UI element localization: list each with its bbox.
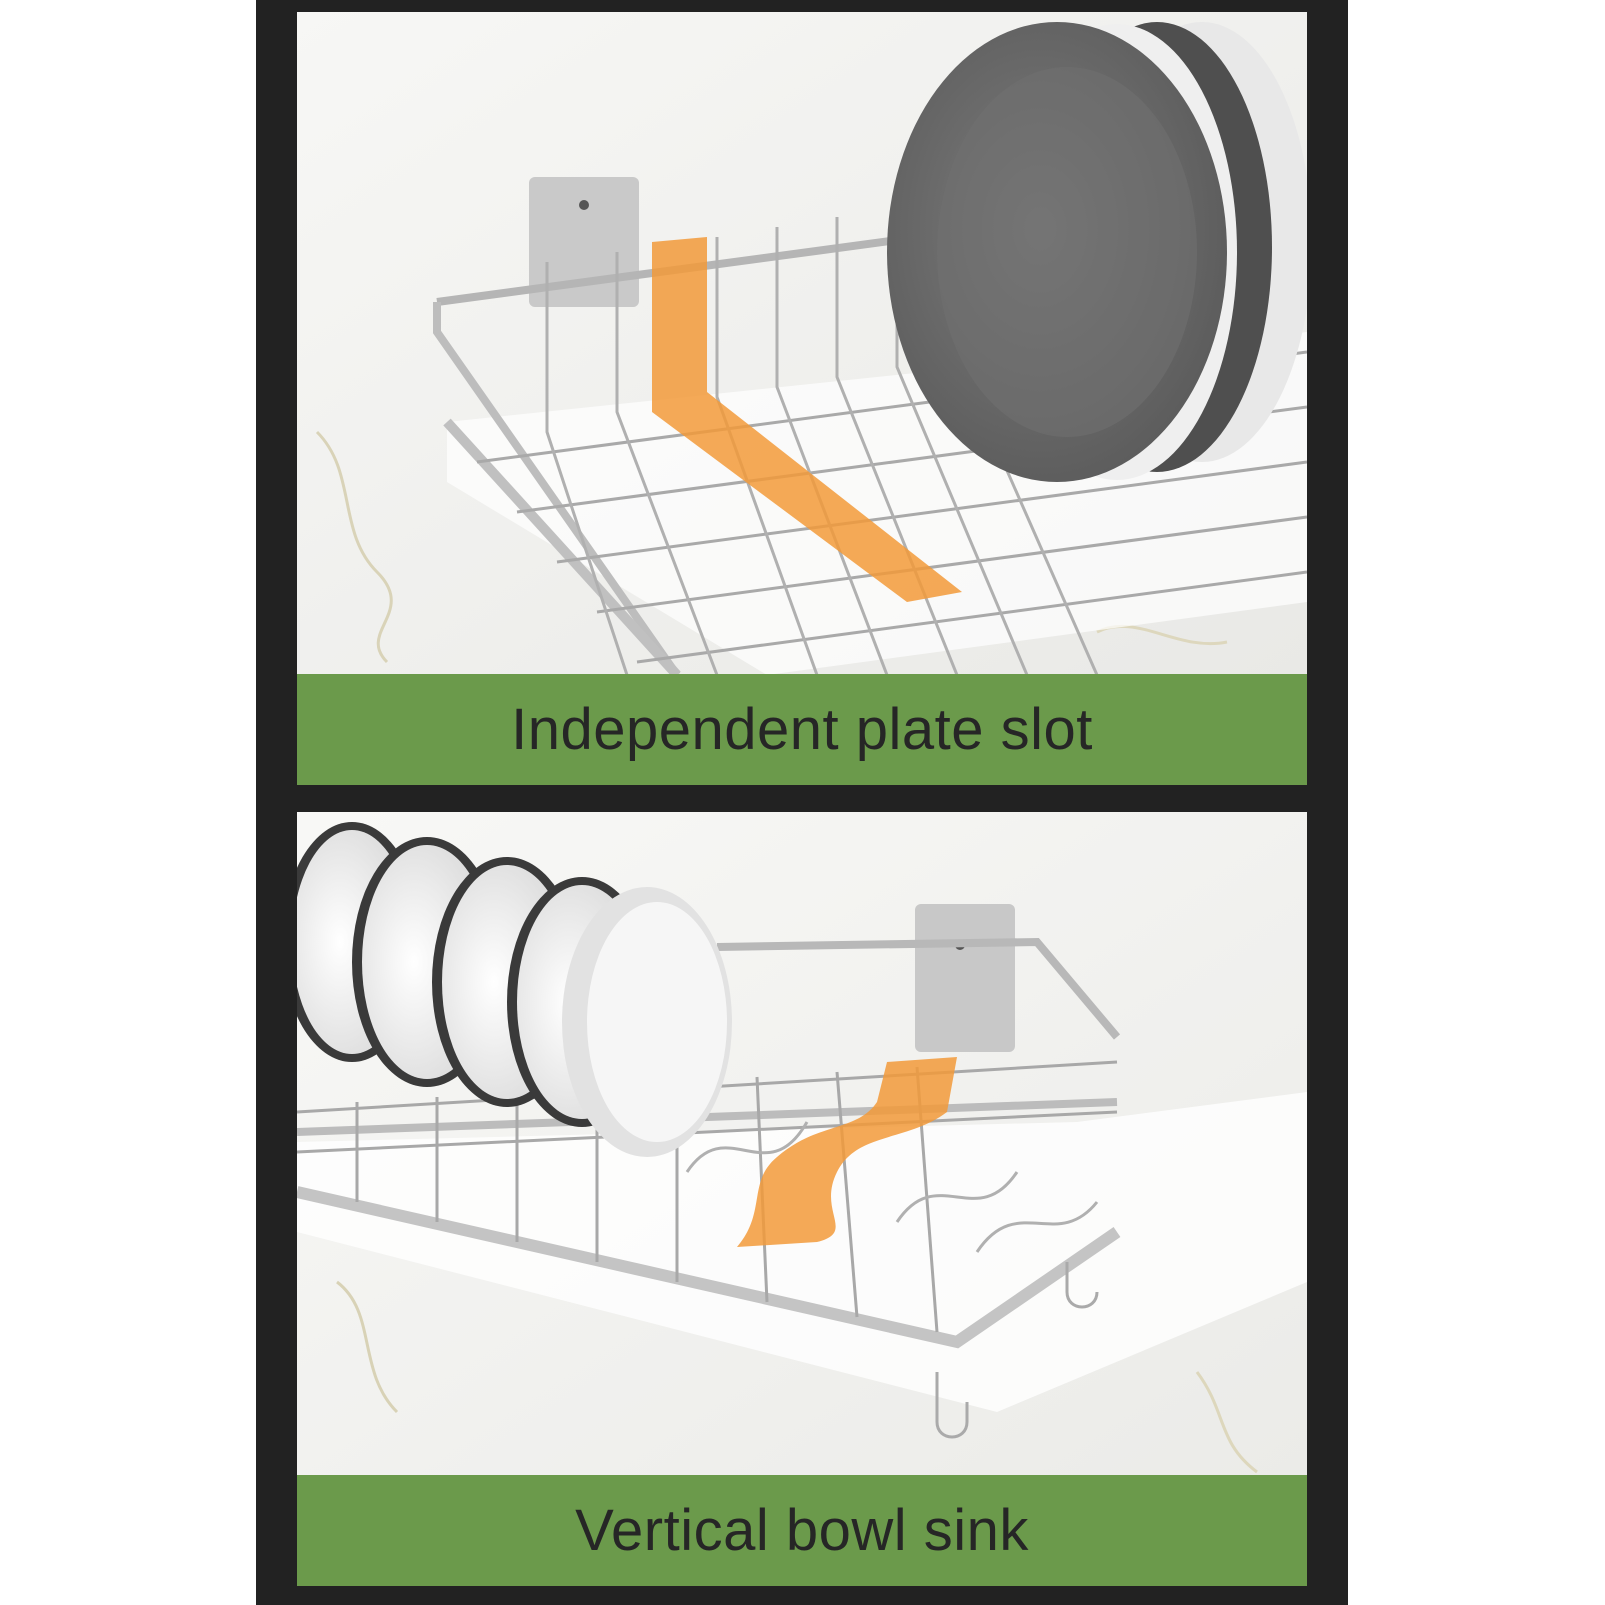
caption-bar: Independent plate slot — [297, 674, 1307, 785]
caption-bowl-sink: Vertical bowl sink — [575, 1498, 1029, 1563]
caption-plate-slot: Independent plate slot — [511, 697, 1093, 762]
wall-hook-icon — [915, 904, 1015, 1052]
plate-rack-photo — [297, 12, 1307, 675]
caption-bar: Vertical bowl sink — [297, 1475, 1307, 1586]
highlight-slot — [652, 237, 962, 602]
bowl-sink-panel: Vertical bowl sink — [297, 812, 1307, 1586]
plate-slot-panel: Independent plate slot — [297, 12, 1307, 785]
bowl-icon — [297, 822, 732, 1157]
highlight-slot — [737, 1057, 957, 1247]
bowl-rack-photo — [297, 812, 1307, 1475]
